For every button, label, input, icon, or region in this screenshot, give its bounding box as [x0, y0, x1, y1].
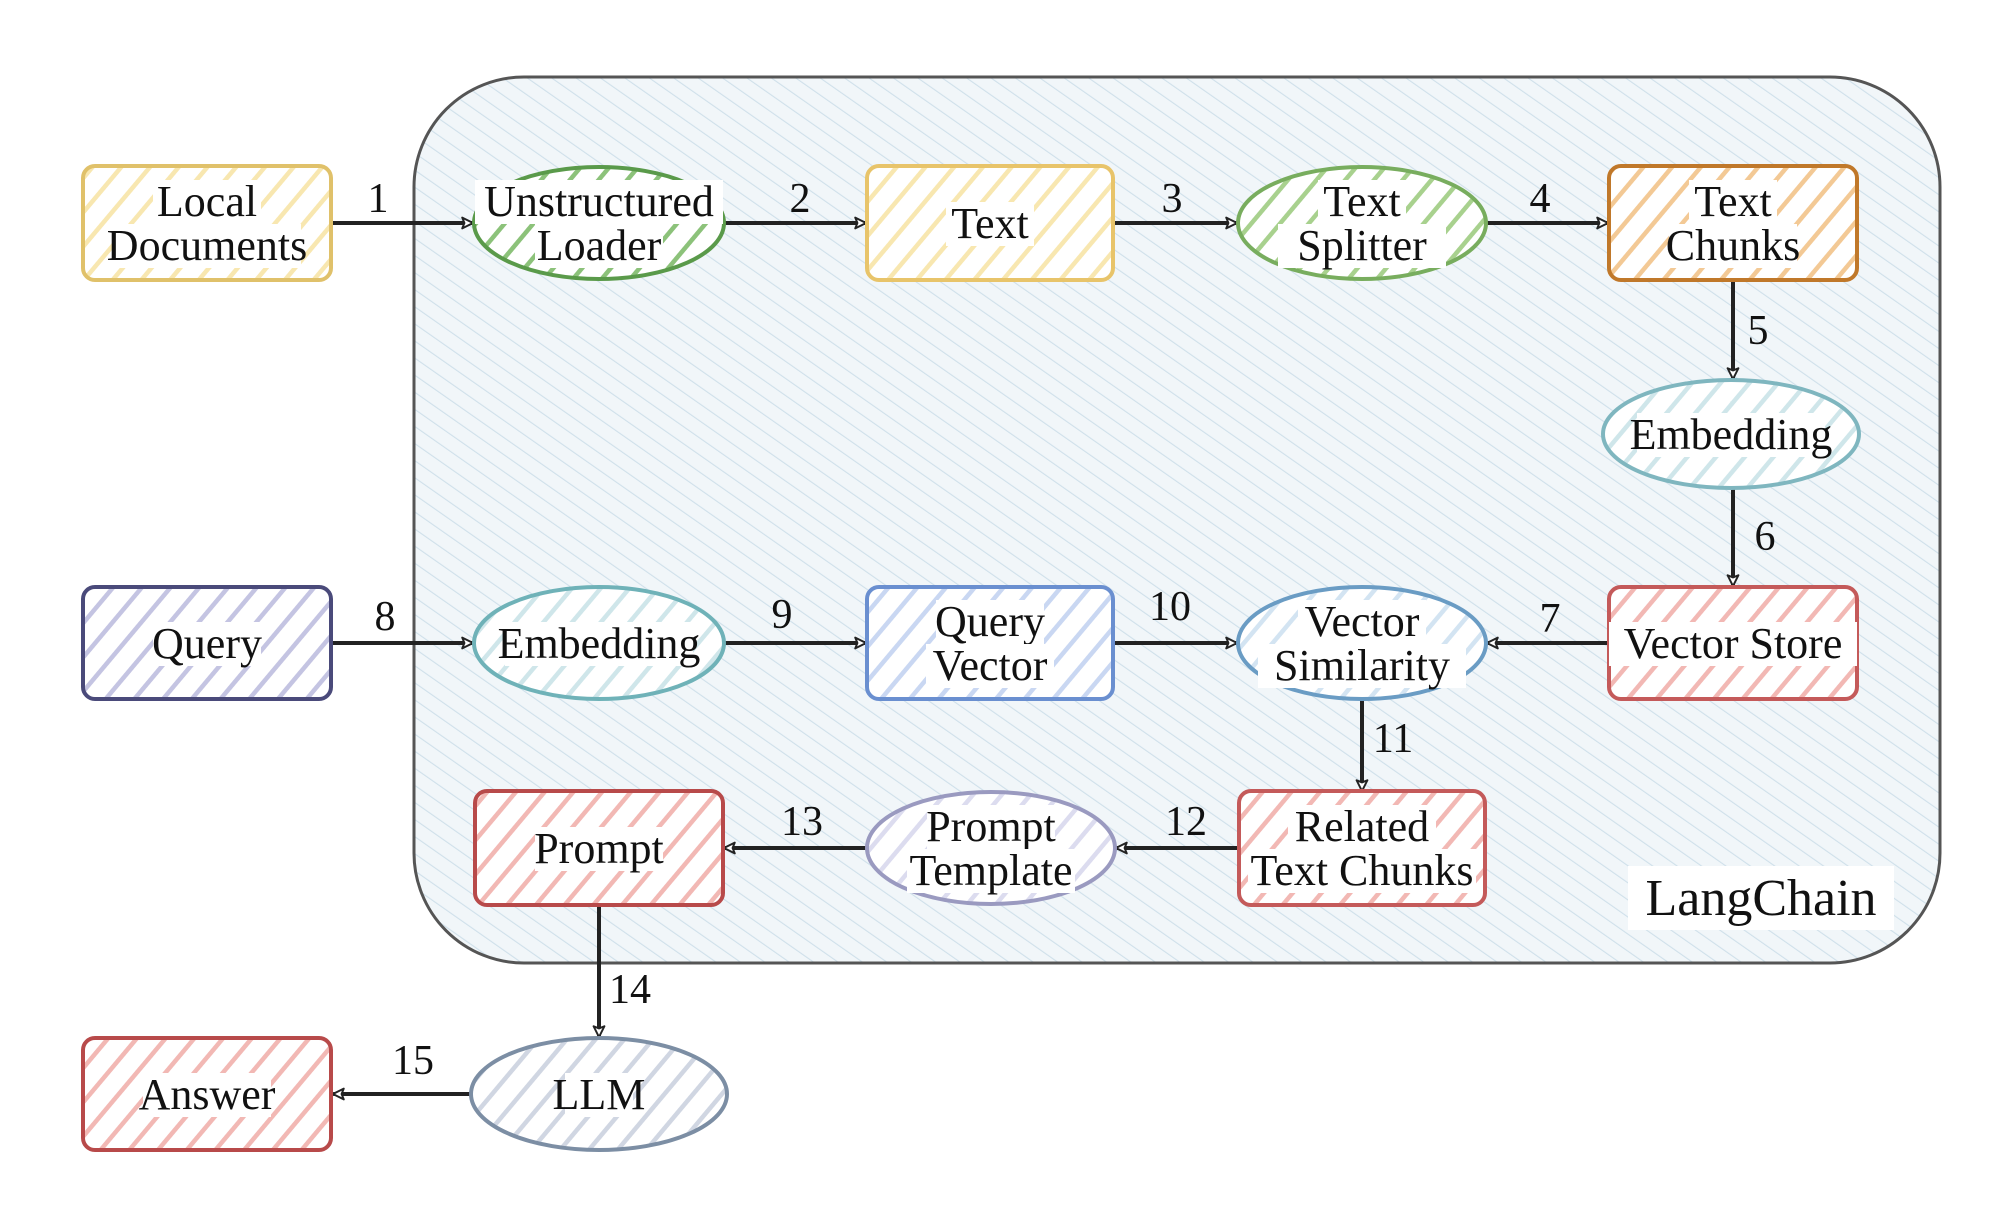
edge-unstructured-loader-to-text: 2 [722, 176, 868, 230]
node-label: Text [1323, 177, 1401, 226]
edge-local-documents-to-unstructured-loader: 1 [330, 176, 475, 230]
node-label: Local [157, 177, 257, 226]
node-label: Vector [1305, 597, 1420, 646]
edge-step-label: 7 [1540, 596, 1561, 642]
node-label: Prompt [926, 802, 1056, 851]
edge-query-to-embedding-query: 8 [330, 594, 475, 650]
node-label: LLM [553, 1070, 646, 1119]
edge-step-label: 11 [1373, 716, 1413, 762]
langchain-container [412, 75, 1942, 965]
langchain-label: LangChain [1645, 870, 1876, 927]
edge-step-label: 1 [368, 176, 389, 222]
edge-embedding-docs-to-vector-store: 6 [1726, 487, 1776, 588]
node-text[interactable]: Text [865, 164, 1115, 282]
edge-step-label: 2 [790, 176, 811, 222]
node-label-bg [936, 600, 1044, 644]
node-label: Related [1295, 802, 1429, 851]
node-label-bg [946, 202, 1034, 246]
edge-step-label: 4 [1530, 176, 1551, 222]
node-label: Query [152, 619, 262, 668]
node-llm[interactable]: LLM [469, 1036, 729, 1152]
edge-query-vector-to-vector-similarity: 10 [1111, 584, 1239, 650]
edge-step-label: 8 [375, 594, 396, 640]
node-label: Text [1694, 177, 1772, 226]
node-prompt[interactable]: Prompt [473, 789, 725, 907]
node-vector-store[interactable]: Vector Store [1607, 585, 1859, 701]
node-label: Embedding [498, 619, 701, 668]
edge-text-to-text-splitter: 3 [1111, 176, 1239, 230]
node-label-bg [926, 644, 1054, 688]
node-label: Splitter [1297, 221, 1427, 270]
node-label-bg [1689, 180, 1777, 224]
node-label-bg [1278, 224, 1446, 268]
node-label-bg [927, 805, 1055, 849]
node-label-bg [1609, 622, 1857, 666]
edge-step-label: 3 [1162, 176, 1183, 222]
edge-text-splitter-to-text-chunks: 4 [1484, 176, 1610, 230]
edge-step-label: 12 [1165, 799, 1207, 845]
node-label-bg [1637, 413, 1825, 457]
edge-step-label: 15 [392, 1038, 434, 1084]
node-label-bg [1298, 600, 1426, 644]
node-label: Loader [537, 221, 662, 270]
node-label-bg [535, 224, 663, 268]
node-label-bg [907, 849, 1075, 893]
node-label-bg [153, 622, 261, 666]
node-label-bg [113, 224, 301, 268]
node-label-bg [1258, 644, 1466, 688]
node-label-bg [1669, 224, 1797, 268]
node-label-bg [565, 1073, 633, 1117]
langchain-label-bg [1628, 866, 1894, 930]
node-label: Chunks [1666, 221, 1800, 270]
node-query[interactable]: Query [81, 585, 333, 701]
edge-vector-store-to-vector-similarity: 7 [1485, 596, 1611, 650]
edge-vector-similarity-to-related-text-chunks: 11 [1355, 698, 1413, 793]
node-label: Answer [139, 1070, 276, 1119]
node-label: Text [951, 199, 1029, 248]
node-label: Query [935, 597, 1045, 646]
node-label-bg [505, 622, 693, 666]
edge-step-label: 6 [1755, 514, 1776, 560]
node-label: Embedding [1630, 410, 1833, 459]
node-answer[interactable]: Answer [81, 1036, 333, 1152]
node-label-bg [1288, 805, 1436, 849]
node-label-bg [143, 1073, 271, 1117]
edge-llm-to-answer: 15 [331, 1038, 473, 1101]
node-label: Template [909, 846, 1072, 895]
node-label: Documents [107, 221, 307, 270]
edge-step-label: 10 [1149, 584, 1191, 630]
edge-prompt-to-llm: 14 [592, 903, 651, 1039]
edge-text-chunks-to-embedding-docs: 5 [1726, 279, 1769, 381]
edge-step-label: 9 [772, 592, 793, 638]
node-label: Text Chunks [1250, 846, 1473, 895]
node-label-bg [1248, 849, 1476, 893]
edge-step-label: 14 [609, 967, 651, 1013]
node-label-bg [153, 180, 261, 224]
edge-embedding-query-to-query-vector: 9 [722, 592, 868, 650]
node-label: Vector Store [1624, 619, 1843, 668]
node-embedding-query[interactable]: Embedding [472, 585, 726, 701]
edge-prompt-template-to-prompt: 13 [722, 799, 869, 855]
node-label: Similarity [1274, 641, 1450, 690]
edge-step-label: 5 [1748, 308, 1769, 354]
node-label: Vector [933, 641, 1048, 690]
node-label-bg [1318, 180, 1406, 224]
node-label-bg [475, 180, 723, 224]
node-embedding-docs[interactable]: Embedding [1601, 378, 1861, 490]
node-label-bg [535, 827, 663, 871]
edge-related-text-chunks-to-prompt-template: 12 [1114, 799, 1241, 855]
edge-step-label: 13 [781, 799, 823, 845]
node-label: Unstructured [484, 177, 714, 226]
node-label: Prompt [534, 824, 664, 873]
